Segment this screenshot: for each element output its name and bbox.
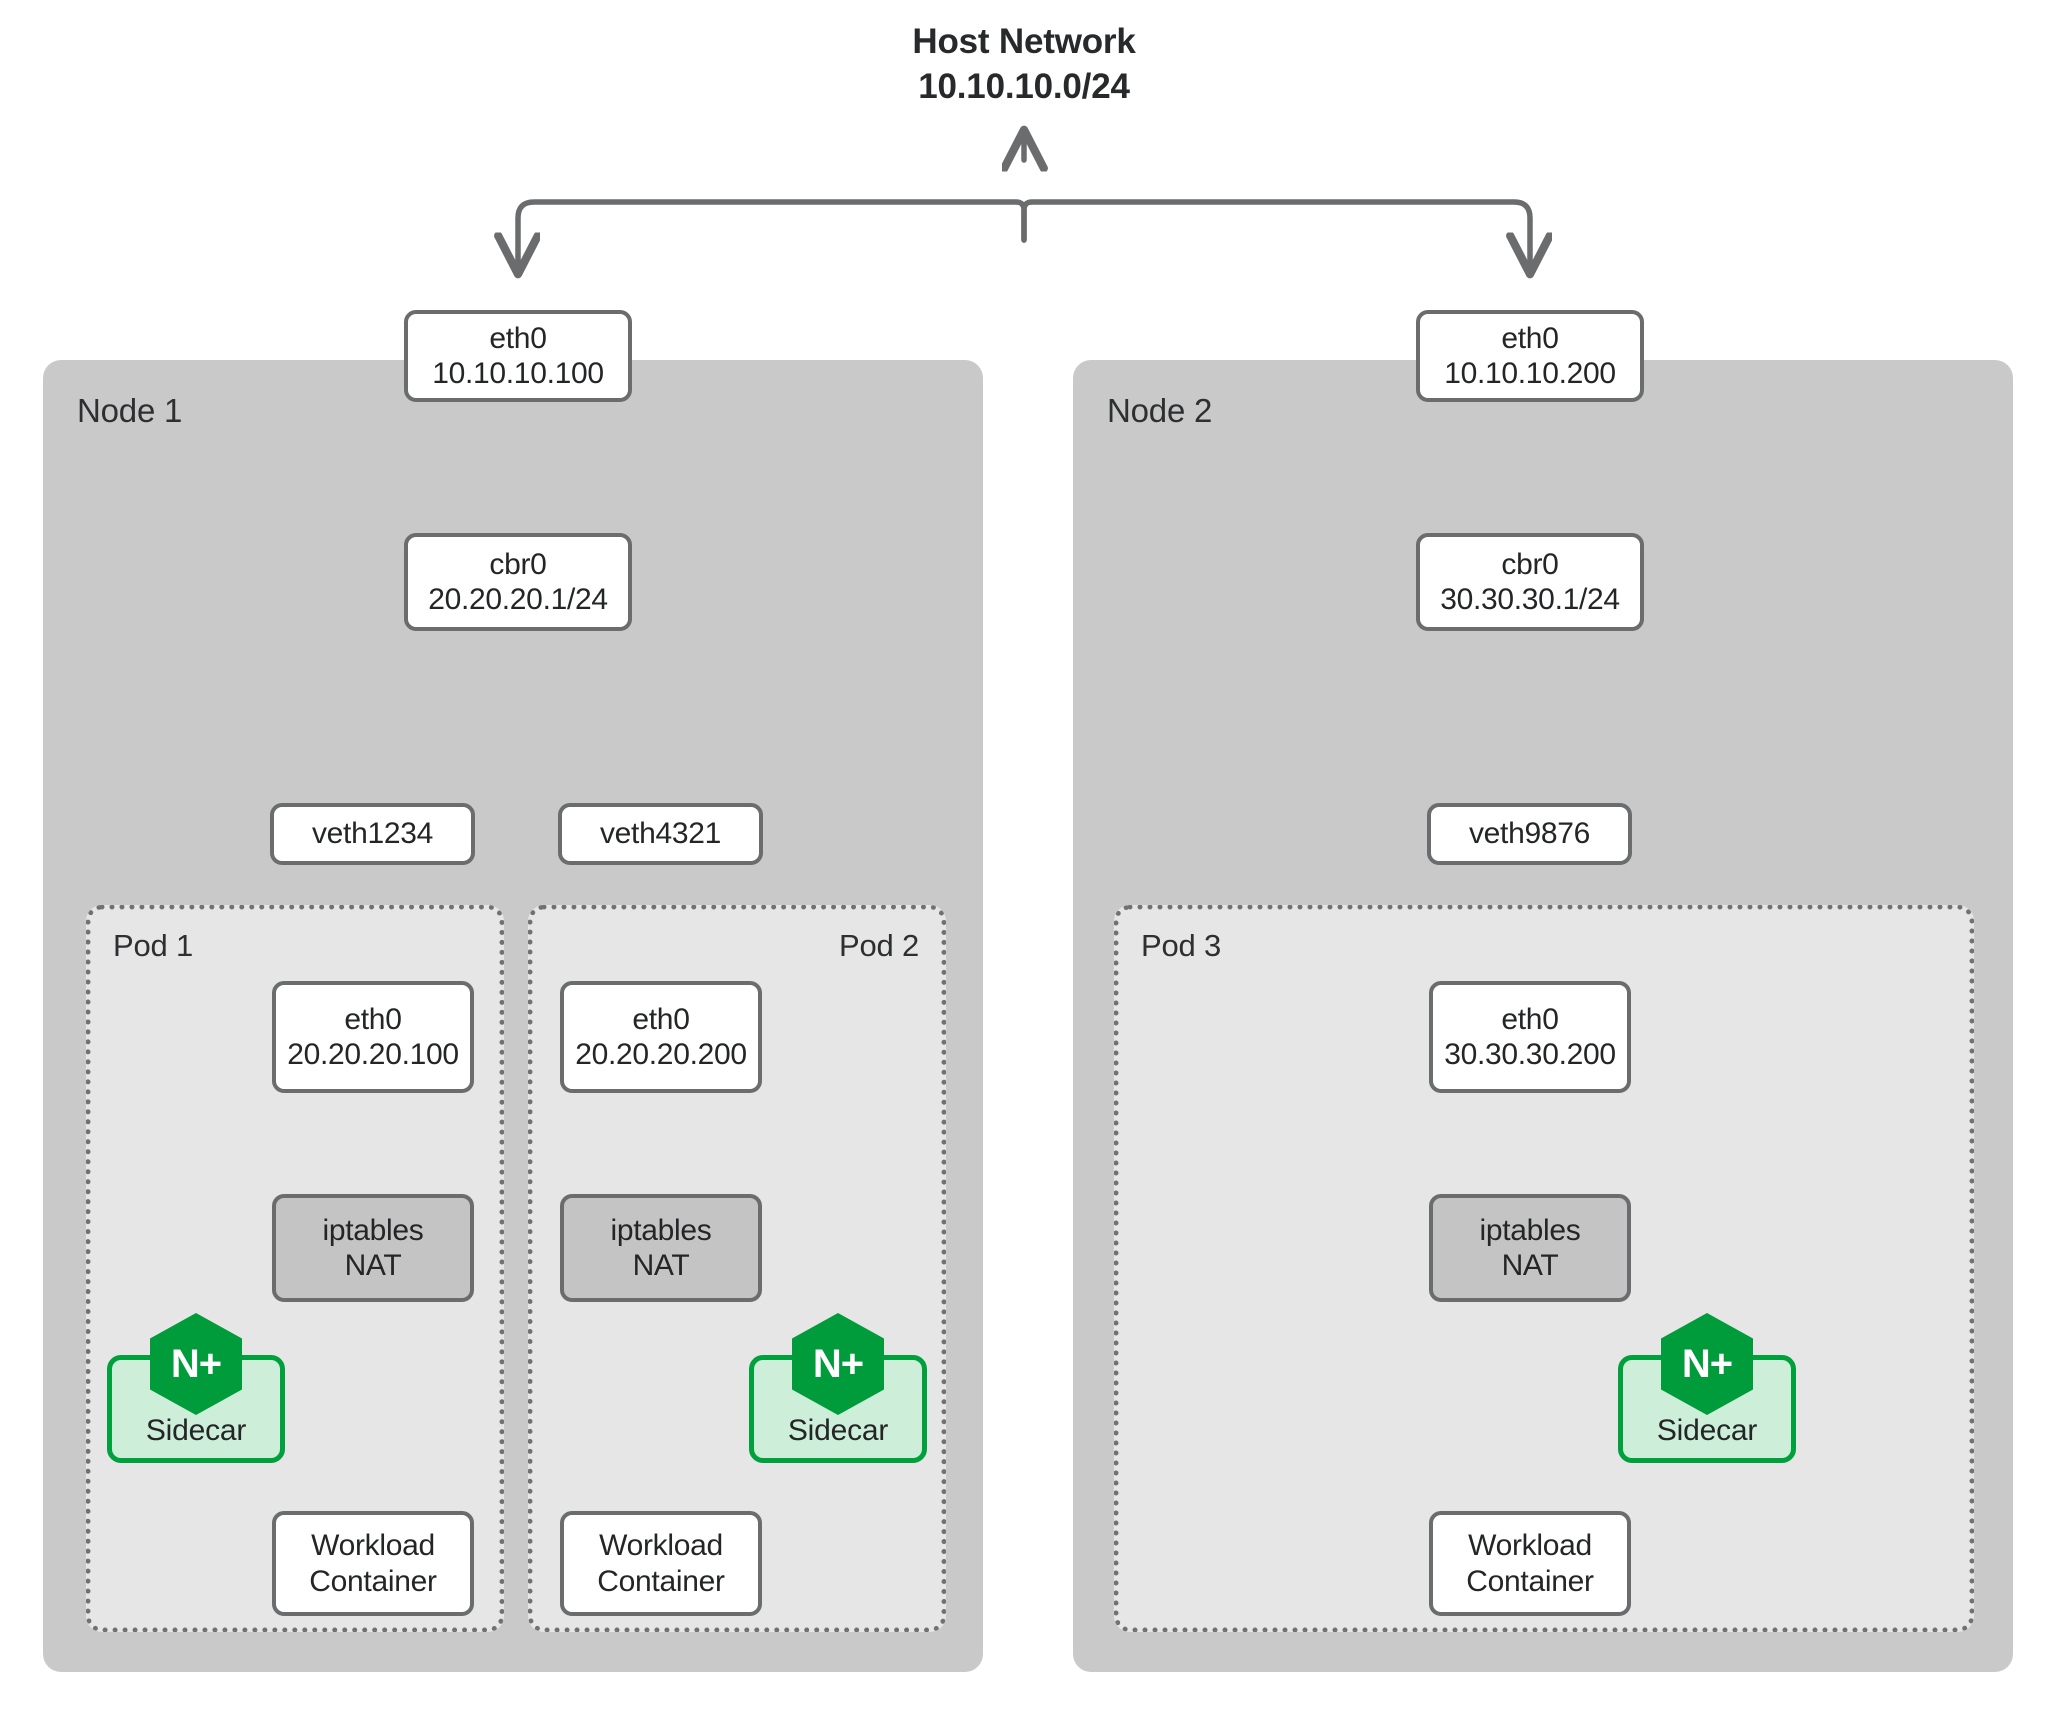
pod-2-sidecar-box[interactable]: N+ Sidecar [749, 1313, 927, 1463]
pod-3-eth0-name: eth0 [1501, 1002, 1559, 1036]
pod-1-sidecar-box[interactable]: N+ Sidecar [107, 1313, 285, 1463]
pod-1-workload-container-box[interactable]: Workload Container [272, 1511, 474, 1616]
node-1-cbr0-box[interactable]: cbr0 20.20.20.1/24 [404, 533, 632, 631]
pod-2-eth0-ip: 20.20.20.200 [575, 1038, 747, 1071]
pod-3-eth0-box[interactable]: eth0 30.30.30.200 [1429, 981, 1631, 1093]
node-1-veth-1-box[interactable]: veth1234 [270, 803, 475, 865]
pod-3-sidecar-box[interactable]: N+ Sidecar [1618, 1313, 1796, 1463]
node-1-veth-2-box[interactable]: veth4321 [558, 803, 763, 865]
node-2-eth0-box[interactable]: eth0 10.10.10.200 [1416, 310, 1644, 402]
pod-2-workload-line1: Workload [599, 1529, 723, 1563]
pod-2-iptables-nat-box[interactable]: iptables NAT [560, 1194, 762, 1302]
node-1-label: Node 1 [77, 392, 183, 429]
pod-1-sidecar-label: Sidecar [145, 1414, 247, 1447]
node-2-eth0-name: eth0 [1501, 321, 1559, 355]
pod-2-eth0-box[interactable]: eth0 20.20.20.200 [560, 981, 762, 1093]
pod-3-nat-line2: NAT [1501, 1249, 1559, 1282]
node-1-eth0-box[interactable]: eth0 10.10.10.100 [404, 310, 632, 402]
node-2-cbr0-box[interactable]: cbr0 30.30.30.1/24 [1416, 533, 1644, 631]
nginx-plus-hex-icon: N+ [1661, 1313, 1753, 1415]
pod-3-iptables-nat-box[interactable]: iptables NAT [1429, 1194, 1631, 1302]
node-2-eth0-ip: 10.10.10.200 [1444, 357, 1616, 390]
node-2-veth-1-label: veth9876 [1468, 817, 1591, 851]
pod-2-sidecar-label: Sidecar [787, 1414, 889, 1447]
pod-1-eth0-name: eth0 [344, 1002, 402, 1036]
pod-1-eth0-ip: 20.20.20.100 [287, 1038, 459, 1071]
pod-1-label: Pod 1 [113, 928, 194, 963]
pod-1-nat-line2: NAT [344, 1249, 402, 1282]
node-2-label: Node 2 [1107, 392, 1213, 429]
pod-2-workload-line2: Container [597, 1564, 725, 1598]
node-1-eth0-ip: 10.10.10.100 [432, 357, 604, 390]
pod-2-nat-line2: NAT [632, 1249, 690, 1282]
pod-1-workload-line2: Container [309, 1564, 437, 1598]
pod-2-nat-line1: iptables [610, 1213, 712, 1247]
pod-3-sidecar-badge: N+ [1681, 1341, 1733, 1386]
pod-3-label: Pod 3 [1141, 928, 1222, 963]
node-1-veth-2-label: veth4321 [599, 817, 722, 851]
pod-3-workload-line2: Container [1466, 1564, 1594, 1598]
node-2-veth-1-box[interactable]: veth9876 [1427, 803, 1632, 865]
pod-3-eth0-ip: 30.30.30.200 [1444, 1038, 1616, 1071]
pod-1-iptables-nat-box[interactable]: iptables NAT [272, 1194, 474, 1302]
node-2-cbr0-name: cbr0 [1501, 547, 1559, 581]
host-network-label: Host Network [912, 22, 1136, 61]
pod-2-workload-container-box[interactable]: Workload Container [560, 1511, 762, 1616]
node-1-cbr0-name: cbr0 [489, 547, 547, 581]
pod-3-workload-line1: Workload [1468, 1529, 1592, 1563]
node-1-eth0-name: eth0 [489, 321, 547, 355]
pod-2-sidecar-badge: N+ [812, 1341, 864, 1386]
pod-1-sidecar-badge: N+ [170, 1341, 222, 1386]
pod-3-nat-line1: iptables [1479, 1213, 1581, 1247]
node-1-cbr0-cidr: 20.20.20.1/24 [428, 583, 608, 616]
pod-2-label: Pod 2 [838, 928, 919, 963]
pod-1-eth0-box[interactable]: eth0 20.20.20.100 [272, 981, 474, 1093]
host-network-cidr: 10.10.10.0/24 [918, 66, 1130, 106]
node-2-cbr0-cidr: 30.30.30.1/24 [1440, 583, 1620, 616]
page-title: Host Network 10.10.10.0/24 [0, 20, 2048, 110]
pod-3-sidecar-label: Sidecar [1656, 1414, 1758, 1447]
pod-1-workload-line1: Workload [311, 1529, 435, 1563]
pod-2-eth0-name: eth0 [632, 1002, 690, 1036]
pod-3-workload-container-box[interactable]: Workload Container [1429, 1511, 1631, 1616]
pod-1-nat-line1: iptables [322, 1213, 424, 1247]
node-1-veth-1-label: veth1234 [311, 817, 434, 851]
